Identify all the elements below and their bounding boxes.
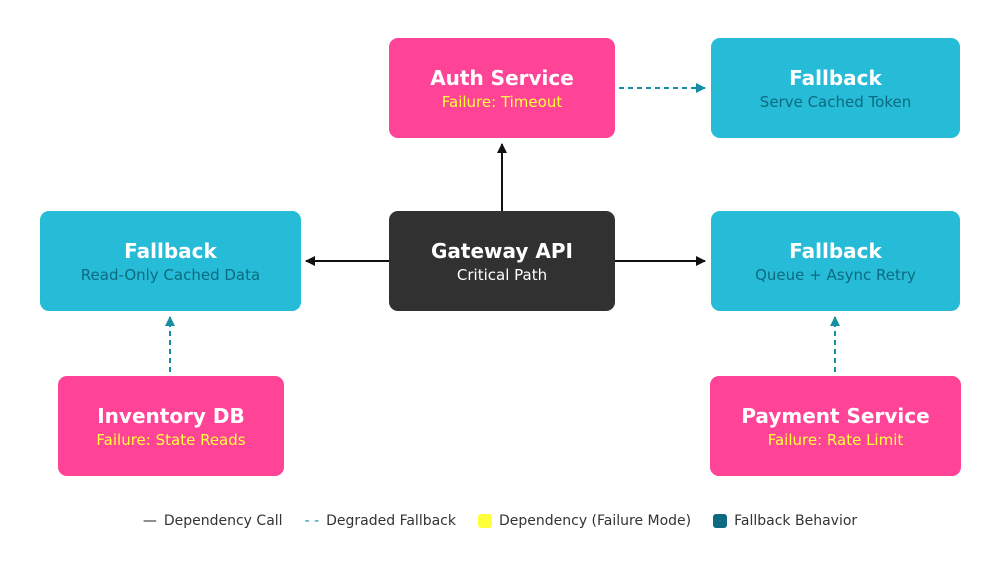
auth-service-node: Auth Service Failure: Timeout <box>389 38 615 138</box>
legend-label: Degraded Fallback <box>326 513 456 529</box>
node-title: Gateway API <box>431 238 573 263</box>
solid-line-icon: — <box>142 513 157 529</box>
gateway-api-node: Gateway API Critical Path <box>389 211 615 311</box>
node-title: Inventory DB <box>97 403 245 428</box>
node-subtitle: Read-Only Cached Data <box>80 265 261 284</box>
yellow-swatch-icon <box>477 514 492 528</box>
legend-item-fallback-behavior: Fallback Behavior <box>713 513 857 529</box>
dashed-line-icon: - - <box>304 513 320 529</box>
node-subtitle: Failure: State Reads <box>96 430 246 449</box>
node-subtitle: Critical Path <box>456 265 548 284</box>
legend-item-degraded-fallback: - - Degraded Fallback <box>305 513 456 529</box>
legend-item-dependency-failure-mode: Dependency (Failure Mode) <box>477 513 692 529</box>
legend-label: Dependency (Failure Mode) <box>498 513 692 529</box>
node-title: Fallback <box>124 238 217 263</box>
inventory-db-node: Inventory DB Failure: State Reads <box>58 376 284 476</box>
payment-fallback-node: Fallback Queue + Async Retry <box>711 211 960 311</box>
node-subtitle: Queue + Async Retry <box>755 265 916 284</box>
node-subtitle: Failure: Timeout <box>441 92 563 111</box>
teal-swatch-icon <box>713 514 728 528</box>
payment-service-node: Payment Service Failure: Rate Limit <box>710 376 961 476</box>
node-subtitle: Failure: Rate Limit <box>767 430 904 449</box>
node-title: Fallback <box>789 65 882 90</box>
inventory-fallback-node: Fallback Read-Only Cached Data <box>40 211 301 311</box>
legend: — Dependency Call - - Degraded Fallback … <box>0 509 1000 533</box>
node-title: Auth Service <box>430 65 574 90</box>
legend-label: Fallback Behavior <box>734 513 858 529</box>
legend-label: Dependency Call <box>163 513 283 529</box>
legend-item-dependency-call: — Dependency Call <box>143 513 283 529</box>
node-title: Fallback <box>789 238 882 263</box>
auth-fallback-node: Fallback Serve Cached Token <box>711 38 960 138</box>
node-title: Payment Service <box>741 403 930 428</box>
node-subtitle: Serve Cached Token <box>759 92 912 111</box>
